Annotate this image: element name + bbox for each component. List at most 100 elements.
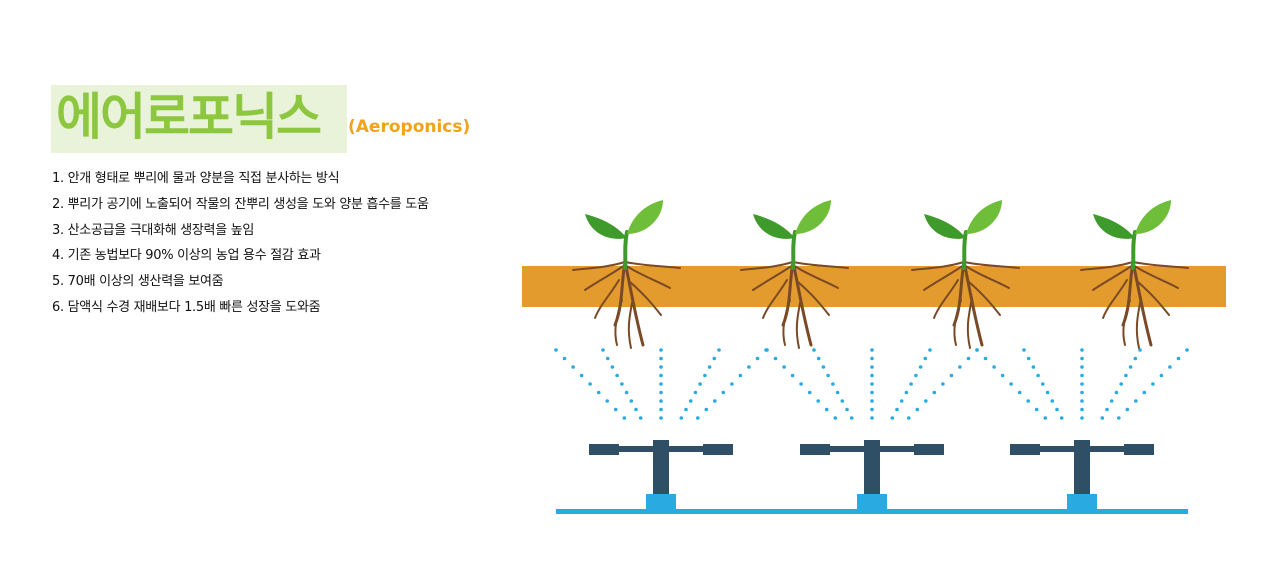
- feature-item-4: 4. 기존 농법보다 90% 이상의 농업 용수 절감 효과: [52, 248, 321, 264]
- mist-droplet: [684, 407, 688, 412]
- mist-droplet: [1080, 348, 1084, 352]
- mist-droplet: [755, 356, 760, 361]
- mist-droplet: [1080, 373, 1084, 378]
- mist-droplet: [870, 365, 874, 369]
- sprinkler-arm: [591, 446, 731, 452]
- sprinkler-base: [857, 494, 887, 510]
- root-strand: [792, 261, 849, 269]
- mist-droplet: [693, 390, 698, 395]
- mist-droplet: [790, 373, 795, 378]
- mist-droplet: [1080, 365, 1084, 369]
- leaf-right: [627, 200, 663, 234]
- leaf-left: [585, 214, 627, 239]
- root-strand: [572, 261, 626, 271]
- root-strand: [963, 261, 1020, 269]
- mist-droplet: [696, 416, 700, 420]
- sprinkler-base: [1067, 494, 1097, 510]
- mist-droplet: [1176, 356, 1181, 361]
- sprinklers: [589, 440, 1154, 510]
- plant-stem: [1131, 230, 1137, 270]
- root-strand: [963, 264, 1010, 289]
- mist-droplet: [1080, 390, 1084, 395]
- mist-droplet: [870, 416, 874, 420]
- page-subtitle: (Aeroponics): [348, 117, 471, 137]
- leaf-left: [1093, 214, 1135, 239]
- mist-droplet: [992, 365, 996, 369]
- feature-list: 1. 안개 형태로 뿌리에 물과 양분을 직접 분사하는 방식 2. 뿌리가 공…: [52, 166, 429, 321]
- mist-droplet: [870, 407, 874, 412]
- mist-droplet: [596, 390, 601, 395]
- plant-1: [572, 200, 681, 349]
- plant-4: [1080, 200, 1189, 349]
- mist-droplet: [870, 348, 874, 352]
- mist-sprays: [554, 348, 1189, 420]
- mist-droplet: [622, 416, 627, 420]
- mist-droplet: [1043, 416, 1048, 420]
- leaf-right: [795, 200, 831, 234]
- root-strand: [792, 264, 839, 289]
- mist-droplet: [915, 407, 920, 412]
- root-strand: [966, 297, 973, 349]
- feature-item-6: 6. 담액식 수경 재배보다 1.5배 빠른 성장을 도와줌: [52, 299, 321, 315]
- mist-droplet: [747, 365, 751, 369]
- mist-droplet: [659, 407, 663, 412]
- sprinkler-nozzle-left: [800, 444, 830, 455]
- mist-droplet: [907, 416, 911, 420]
- mist-droplet: [914, 373, 918, 378]
- mist-droplet: [1134, 399, 1138, 403]
- mist-droplet: [620, 382, 624, 386]
- mist-droplet: [659, 382, 663, 386]
- feature-item-1: 1. 안개 형태로 뿌리에 물과 양분을 직접 분사하는 방식: [52, 171, 340, 186]
- mist-droplet: [849, 416, 854, 420]
- mist-droplet: [659, 416, 663, 420]
- mist-droplet: [1080, 399, 1084, 403]
- mist-droplet: [679, 416, 684, 420]
- mist-droplet: [707, 365, 712, 369]
- feature-item-5: 5. 70배 이상의 생산력을 보여줌: [52, 274, 224, 290]
- sprinkler-stem: [1074, 440, 1090, 494]
- mist-droplet: [1124, 373, 1128, 378]
- root-strand: [629, 281, 662, 316]
- mist-droplet: [932, 390, 937, 395]
- mist-droplet: [975, 348, 979, 352]
- root-strand: [911, 261, 965, 271]
- mist-droplet: [1055, 407, 1059, 412]
- mist-droplet: [562, 356, 567, 361]
- mist-droplet: [698, 382, 702, 386]
- root-strand: [968, 281, 1001, 316]
- mist-droplet: [833, 416, 838, 420]
- mist-droplet: [1185, 348, 1189, 352]
- mist-droplet: [703, 373, 707, 378]
- mist-droplet: [870, 356, 874, 361]
- mist-droplet: [1045, 390, 1050, 395]
- mist-droplet: [730, 382, 734, 386]
- sprinkler-stem: [653, 440, 669, 494]
- mist-droplet: [1059, 416, 1064, 420]
- mist-droplet: [659, 365, 663, 369]
- root-strand: [1132, 264, 1179, 289]
- root-strand: [962, 260, 984, 347]
- mist-droplet: [605, 399, 609, 403]
- mist-droplet: [799, 382, 803, 386]
- mist-droplet: [1026, 399, 1030, 403]
- mist-droplet: [782, 365, 786, 369]
- mist-droplet: [824, 407, 829, 412]
- root-strand: [1135, 297, 1142, 349]
- mist-spray-3: [975, 348, 1189, 420]
- mist-droplet: [826, 373, 830, 378]
- page-title: 에어로포닉스: [56, 88, 322, 146]
- root-strand: [953, 299, 962, 346]
- mist-droplet: [890, 416, 895, 420]
- mist-droplet: [1036, 373, 1040, 378]
- mist-droplet: [924, 399, 928, 403]
- mist-droplet: [579, 373, 584, 378]
- mist-droplet: [721, 390, 726, 395]
- mist-droplet: [1026, 356, 1031, 361]
- mist-droplet: [928, 348, 932, 352]
- mist-droplet: [624, 390, 629, 395]
- plant-stem: [623, 230, 629, 270]
- mist-droplet: [870, 373, 874, 378]
- mist-droplet: [870, 382, 874, 386]
- root-strand: [623, 260, 645, 347]
